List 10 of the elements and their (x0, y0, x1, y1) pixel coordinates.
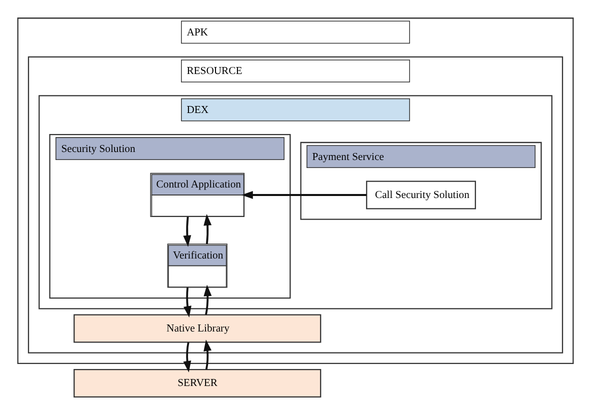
arrow (204, 284, 212, 314)
arrow (184, 286, 192, 317)
node-box: SERVER (74, 368, 322, 398)
arrow (183, 342, 192, 372)
arrow (204, 339, 212, 370)
arrow (241, 190, 366, 198)
node-box: Native Library (74, 314, 322, 342)
node-box: Call Security Solution (366, 180, 476, 209)
arrow (183, 216, 192, 246)
arrow (204, 214, 212, 244)
